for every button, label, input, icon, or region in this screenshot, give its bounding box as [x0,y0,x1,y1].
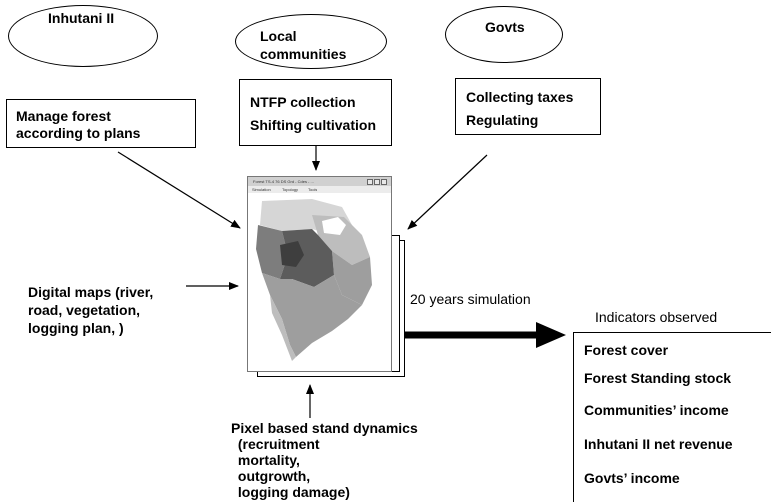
menu-item-simulation[interactable]: Simulation [252,187,271,192]
digital-maps-line-2: road, vegetation, [28,302,141,318]
communities-role-line-2: Shifting cultivation [250,117,376,133]
inhutani-role-box: Manage forest according to plans [6,99,196,148]
stand-dynamics-line-3: mortality, [234,452,300,468]
stand-dynamics-line-5: logging damage) [234,484,350,500]
inhutani-role-line-2: according to plans [16,125,141,141]
model-window-title: Forest TS-4 76 DS Grd - Cdes - ... [253,179,314,184]
close-button[interactable] [381,179,387,185]
govts-role-line-2: Regulating [466,112,539,128]
maximize-button[interactable] [374,179,380,185]
map-lake [322,217,346,235]
arrow-inhutani-to-model [117,151,241,229]
forest-map [256,199,372,361]
simulation-arrow-head [536,322,566,348]
indicator-inhutani-revenue: Inhutani II net revenue [584,436,733,452]
inhutani-actor-name: Inhutani II [48,10,115,26]
indicators-header: Indicators observed [595,309,718,325]
map-region-southwest [270,295,296,361]
indicator-forest-cover: Forest cover [584,342,669,358]
menu-item-tools[interactable]: Tools [308,187,318,192]
communities-actor-name-line-1: Local [260,28,297,44]
digital-maps-line-3: logging plan, ) [28,320,124,336]
govts-actor-ellipse [445,6,563,63]
minimize-button[interactable] [367,179,373,185]
menu-item-topology[interactable]: Topology [282,187,299,192]
digital-maps-line-1: Digital maps (river, [28,284,154,300]
stand-dynamics-line-2: (recruitment [234,436,320,452]
govts-role-line-1: Collecting taxes [466,89,574,105]
map-region-east [332,251,372,305]
govts-actor-name: Govts [485,19,525,35]
model-window: Forest TS-4 76 DS Grd - Cdes - ... Simul… [247,176,392,372]
communities-role-box: NTFP collection Shifting cultivation [239,79,392,146]
govts-role-box: Collecting taxes Regulating [455,78,601,135]
stand-dynamics-line-4: outgrowth, [234,468,311,484]
model-window-menubar: Simulation Topology Tools [248,186,391,193]
map-region-south [262,273,362,357]
communities-actor-name-line-2: communities [260,46,347,62]
indicator-govts-income: Govts’ income [584,470,680,486]
stand-dynamics-line-1: Pixel based stand dynamics [231,420,418,436]
map-region-dark-core [280,241,304,267]
indicators-box: Forest cover Forest Standing stock Commu… [573,332,771,502]
simulation-label: 20 years simulation [410,291,531,307]
communities-actor-ellipse [235,14,387,69]
arrow-govts-to-model [407,154,488,230]
inhutani-role-line-1: Manage forest [16,108,111,124]
map-region-west [256,225,288,279]
indicator-communities-income: Communities’ income [584,402,729,418]
communities-role-line-1: NTFP collection [250,94,356,110]
indicator-standing-stock: Forest Standing stock [584,370,732,386]
inhutani-actor-ellipse [8,5,158,67]
